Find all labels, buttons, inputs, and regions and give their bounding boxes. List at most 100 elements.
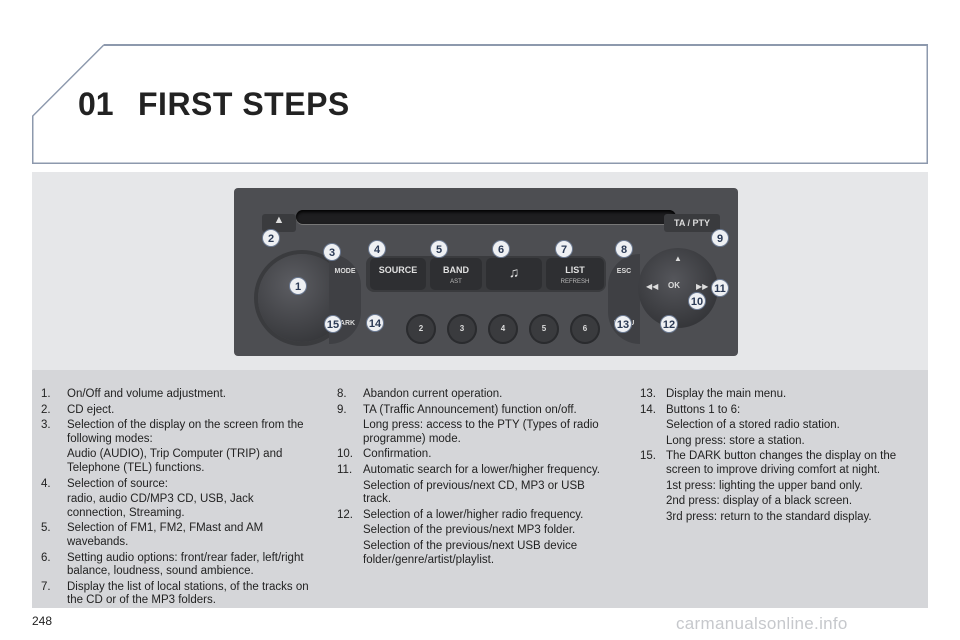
legend-item: 1.On/Off and volume adjustment. — [41, 388, 313, 402]
legend-item-text: Selection of source: — [67, 477, 169, 490]
callout-1: 1 — [289, 277, 307, 295]
preset-button-6: 6 — [570, 314, 600, 344]
legend-item-number: 1. — [41, 388, 51, 400]
arrow-left-icon: ◀◀ — [646, 282, 659, 291]
legend-item-subtext: Selection of previous/next CD, MP3 or US… — [363, 479, 585, 506]
band-label: BAND — [443, 265, 469, 275]
legend-item: 6. Setting audio options: front/rear fade… — [41, 552, 313, 579]
legend-item: 13. Display the main menu. — [640, 388, 908, 402]
legend-item-text: Selection of FM1, FM2, FMast and AM wave… — [67, 522, 264, 548]
legend-item-number: 4. — [41, 477, 51, 490]
source-button: SOURCE — [370, 258, 426, 290]
legend-item-text: Buttons 1 to 6: — [666, 403, 741, 416]
band-sub-label: AST — [450, 279, 462, 285]
preset-button-2: 2 — [406, 314, 436, 344]
eject-icon: ▲ — [273, 214, 285, 226]
legend-list: 1.On/Off and volume adjustment.2. CD ejec… — [41, 388, 313, 608]
legend-item-text: The DARK button changes the display on t… — [666, 450, 897, 476]
legend-item-number: 10. — [337, 448, 353, 461]
legend-item: 2. CD eject. — [41, 404, 313, 418]
legend-item-text: CD eject. — [67, 403, 115, 416]
callout-5: 5 — [430, 240, 448, 258]
dark-label: DARK — [334, 320, 356, 327]
legend-item-number: 11. — [337, 463, 353, 476]
header-top-border — [104, 44, 928, 46]
page-number: 248 — [32, 614, 53, 628]
ok-label: OK — [668, 281, 680, 290]
legend-item-number: 13. — [640, 388, 656, 400]
legend-item: 15.The DARK button changes the display o… — [640, 450, 908, 524]
legend-item-number: 6. — [41, 551, 51, 564]
legend-item-subtext: 1st press: lighting the upper band only. — [666, 479, 863, 492]
callout-4: 4 — [368, 240, 386, 258]
legend-item-subtext: Selection of the previous/next USB devic… — [363, 539, 578, 566]
legend-item: 14.Buttons 1 to 6:Selection of a stored … — [640, 404, 908, 449]
arrow-right-icon: ▶▶ — [696, 282, 709, 291]
legend-item: 8. Abandon current operation. — [337, 388, 615, 402]
legend-item-subtext: 3rd press: return to the standard displa… — [666, 510, 872, 523]
legend-item-text: Setting audio options: front/rear fader,… — [67, 551, 304, 578]
legend-item: 11. Automatic search for a lower/higher f… — [337, 464, 615, 507]
ta-pty-button: TA / PTY — [664, 214, 720, 232]
legend-item-text: Display the list of local stations, of t… — [67, 580, 309, 607]
callout-9: 9 — [711, 229, 729, 247]
legend-item-number: 9. — [337, 403, 347, 416]
callout-10: 10 — [688, 292, 706, 310]
callout-7: 7 — [555, 240, 573, 258]
legend-item-number: 7. — [41, 580, 51, 593]
callout-13: 13 — [614, 315, 632, 333]
legend-item-text: Automatic search for a lower/higher freq… — [363, 463, 600, 476]
legend-item-text: Selection of a lower/higher radio freque… — [363, 508, 584, 521]
legend-item-text: Display the main menu. — [666, 388, 787, 400]
legend-item-number: 5. — [41, 522, 51, 535]
callout-3: 3 — [323, 243, 341, 261]
chapter-title: FIRST STEPS — [138, 86, 350, 122]
list-sub-label: REFRESH — [560, 279, 590, 285]
legend-item: 7. Display the list of local stations, of… — [41, 581, 313, 608]
music-note-icon: ♫ — [508, 264, 520, 280]
audio-settings-button: ♫ — [486, 258, 542, 290]
preset-button-4: 4 — [488, 314, 518, 344]
legend-item-number: 12. — [337, 508, 353, 521]
legend-item-number: 2. — [41, 403, 51, 416]
watermark: carmanualsonline.info — [676, 614, 848, 633]
header-frame — [32, 44, 928, 164]
callout-8: 8 — [615, 240, 633, 258]
preset-button-3: 3 — [447, 314, 477, 344]
callout-15: 15 — [324, 315, 342, 333]
legend-item: 4. Selection of source: radio, audio CD/MP… — [41, 478, 313, 521]
callout-14: 14 — [366, 314, 384, 332]
legend-item-text: Selection of the display on the screen f… — [67, 419, 304, 445]
legend-item: 9. TA (Traffic Announcement) function on/… — [337, 404, 615, 447]
legend-column-2: 8. Abandon current operation. 9. TA (Traffi… — [337, 388, 615, 569]
legend-item-text: Confirmation. — [363, 448, 432, 461]
eject-button: ▲ — [262, 214, 296, 232]
legend-list: 13. Display the main menu. 14.Buttons 1 to… — [640, 388, 908, 524]
legend-item-text: Abandon current operation. — [363, 388, 503, 400]
chapter-number: 01 — [78, 86, 114, 122]
legend-item: 3. Selection of the display on the screen… — [41, 419, 313, 475]
legend-item: 12. Selection of a lower/higher radio fre… — [337, 509, 615, 567]
legend-item-subtext: Audio (AUDIO), Trip Computer (TRIP) and … — [67, 448, 283, 474]
callout-2: 2 — [262, 229, 280, 247]
mode-label: MODE — [334, 268, 356, 275]
legend-column-3: 13. Display the main menu. 14.Buttons 1 to… — [640, 388, 908, 526]
legend-item-subtext: 2nd press: display of a black screen. — [666, 495, 853, 508]
callout-12: 12 — [660, 315, 678, 333]
legend-item-number: 8. — [337, 388, 347, 400]
legend-list: 8. Abandon current operation. 9. TA (Traffi… — [337, 388, 615, 567]
legend-item-subtext: Selection of a stored radio station. — [666, 419, 840, 432]
esc-label: ESC — [616, 268, 632, 275]
legend-item-subtext: Selection of the previous/next MP3 folde… — [363, 524, 576, 537]
legend-item-subtext: radio, audio CD/MP3 CD, USB, Jack connec… — [67, 493, 254, 519]
legend-item-subtext: Long press: store a station. — [666, 434, 805, 447]
legend-column-1: 1.On/Off and volume adjustment.2. CD ejec… — [41, 388, 313, 610]
callout-11: 11 — [711, 279, 729, 297]
cd-slot — [296, 210, 676, 224]
legend-item-number: 3. — [41, 419, 51, 432]
callout-6: 6 — [492, 240, 510, 258]
legend-item: 5. Selection of FM1, FM2, FMast and AM wa… — [41, 522, 313, 549]
legend-item-subtext: Long press: access to the PTY (Types of … — [363, 419, 599, 445]
legend-item-text: TA (Traffic Announcement) function on/of… — [363, 403, 577, 416]
